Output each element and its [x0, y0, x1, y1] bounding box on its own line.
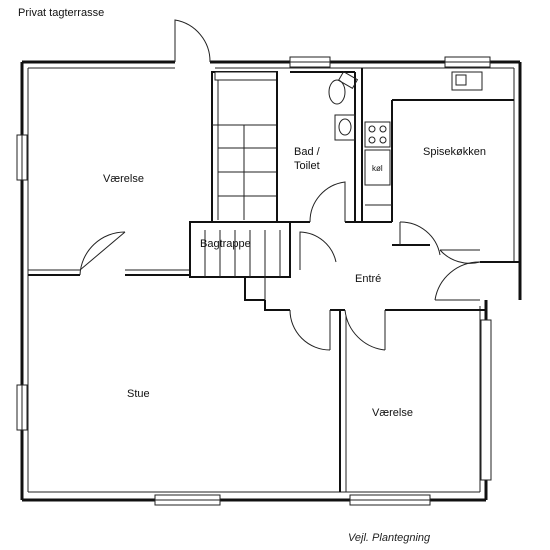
window-right [480, 319, 492, 481]
kitchen-sink-icon [451, 71, 483, 91]
room-label-entre: Entré [355, 273, 381, 285]
room-label-vaerelse-right: Værelse [372, 407, 413, 419]
room-label-toilet: Toilet [294, 160, 320, 172]
toilet-icon [328, 79, 346, 105]
room-label-spisekoekken: Spisekøkken [423, 146, 486, 158]
plan-caption: Vejl. Plantegning [348, 532, 431, 544]
fixture-label-kol: køl [372, 164, 383, 173]
room-label-bagtrappe: Bagtrappe [200, 238, 251, 250]
fridge-icon [364, 149, 391, 186]
labels: Privat tagterrasse Værelse Bad / Toilet … [18, 7, 486, 544]
windows [16, 56, 492, 506]
room-label-vaerelse-left: Værelse [103, 173, 144, 185]
sink-icon [334, 114, 356, 141]
terrace-label: Privat tagterrasse [18, 7, 104, 19]
outer-walls [20, 60, 522, 502]
room-label-bad: Bad / [294, 146, 321, 158]
terrace-door [174, 19, 211, 63]
stove-icon [364, 121, 391, 148]
room-label-stue: Stue [127, 388, 150, 400]
fixtures [328, 70, 483, 206]
interior-walls [28, 68, 520, 492]
